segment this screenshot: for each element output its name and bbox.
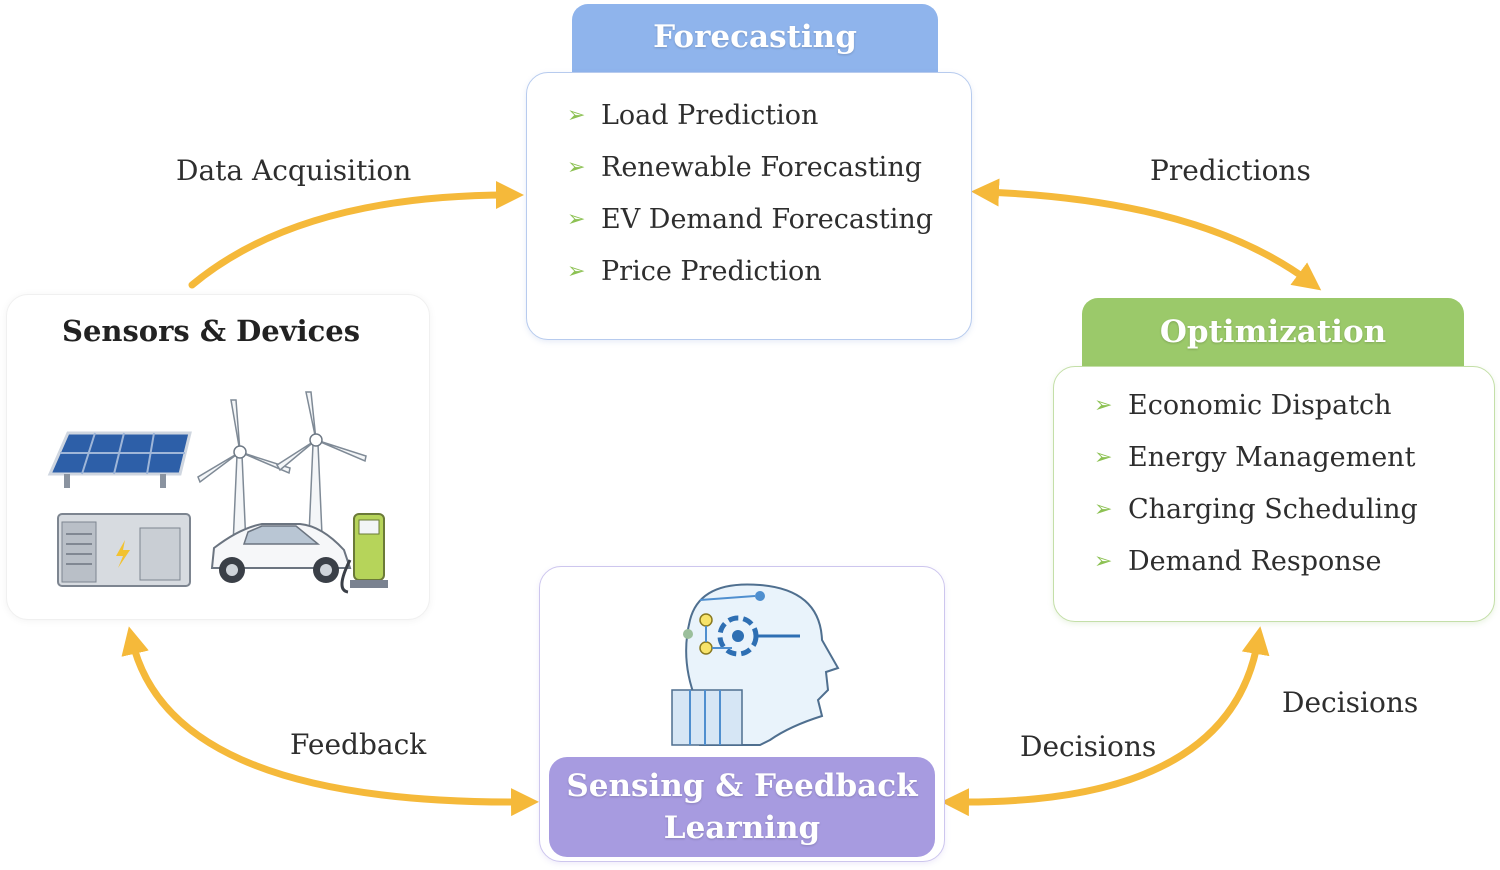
forecasting-panel: ➢Load Prediction ➢Renewable Forecasting …	[526, 72, 972, 340]
decisions-arrow	[941, 626, 1270, 817]
feedback-label: Feedback	[290, 728, 427, 761]
optimization-title: Optimization	[1159, 314, 1387, 350]
arrow-bullet-icon: ➢	[1094, 392, 1113, 418]
learning-title-line2: Learning	[663, 810, 821, 846]
arrow-bullet-icon: ➢	[567, 206, 586, 232]
arrow-bullet-icon: ➢	[567, 154, 586, 180]
forecasting-title: Forecasting	[653, 19, 857, 55]
list-item: ➢Demand Response	[1094, 545, 1382, 577]
feedback-arrow	[121, 626, 539, 817]
arrow-bullet-icon: ➢	[567, 258, 586, 284]
optimization-panel: ➢Economic Dispatch ➢Energy Management ➢C…	[1053, 366, 1495, 622]
decisions-right-label: Decisions	[1282, 686, 1419, 719]
forecasting-header: Forecasting	[572, 4, 938, 74]
list-item: ➢Renewable Forecasting	[567, 151, 922, 183]
optimization-list: ➢Economic Dispatch ➢Energy Management ➢C…	[1094, 379, 1418, 587]
list-item: ➢Economic Dispatch	[1094, 389, 1392, 421]
list-item: ➢EV Demand Forecasting	[567, 203, 934, 235]
arrow-bullet-icon: ➢	[567, 102, 586, 128]
data-acquisition-arrow	[188, 181, 524, 289]
forecasting-list: ➢Load Prediction ➢Renewable Forecasting …	[567, 89, 933, 297]
optimization-header: Optimization	[1082, 298, 1464, 368]
arrow-bullet-icon: ➢	[1094, 548, 1113, 574]
list-item: ➢Load Prediction	[567, 99, 819, 131]
learning-header: Sensing & Feedback Learning	[549, 757, 935, 857]
predictions-arrow	[971, 178, 1322, 291]
arrow-bullet-icon: ➢	[1094, 496, 1113, 522]
data-acquisition-label: Data Acquisition	[176, 154, 412, 187]
list-item: ➢Charging Scheduling	[1094, 493, 1418, 525]
list-item: ➢Energy Management	[1094, 441, 1416, 473]
predictions-label: Predictions	[1150, 154, 1311, 187]
learning-title-line1: Sensing & Feedback	[566, 768, 918, 804]
decisions-bottom-label: Decisions	[1020, 730, 1157, 763]
arrow-bullet-icon: ➢	[1094, 444, 1113, 470]
sensors-title: Sensors & Devices	[62, 314, 361, 348]
list-item: ➢Price Prediction	[567, 255, 822, 287]
